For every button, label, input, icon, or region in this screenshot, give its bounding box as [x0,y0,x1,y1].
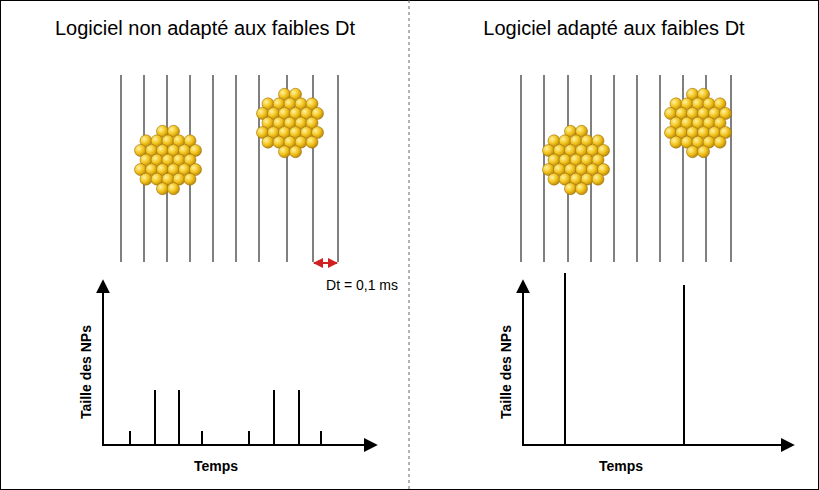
nanoparticles [135,88,732,194]
signal-bar [273,390,275,445]
slice-line [660,75,661,262]
slice-line [259,75,260,262]
nanoparticle [548,173,560,185]
slice-line [213,75,214,262]
panel-title: Logiciel non adapté aux faibles Dt [55,17,355,40]
dimension-label: Dt = 0,1 ms [326,277,398,293]
slice-line [614,75,615,262]
dt-arrow [314,262,337,264]
slice-line [521,75,522,262]
divider [409,0,410,490]
axis-label: Temps [599,458,643,474]
nanoparticle [670,136,682,148]
nanoparticle [698,146,710,158]
axis-label: Taille des NPs [498,325,514,419]
slice-line [637,75,638,262]
nanoparticle [262,136,274,148]
slice-line [338,75,339,262]
nanoparticle [157,183,169,195]
left-axes [102,282,375,446]
signal-bar [564,273,566,445]
signal-bar [320,431,322,445]
signal-bar [248,431,250,445]
nanoparticle [290,146,302,158]
nanoparticle [714,136,726,148]
signal-bar [129,431,131,445]
slice-line [731,75,732,262]
nanoparticle [140,173,152,185]
nanoparticle [306,136,318,148]
axis-label: Temps [194,458,238,474]
panel-title: Logiciel adapté aux faibles Dt [483,17,744,40]
nanoparticle [565,183,577,195]
nanoparticle [687,146,699,158]
nanoparticle [168,183,180,195]
signal-bar [298,390,300,445]
nanoparticle [576,183,588,195]
axis-label: Taille des NPs [78,325,94,419]
nanoparticle [592,173,604,185]
signal-bar [178,390,180,445]
slice-line [121,75,122,262]
right-axes [522,282,792,446]
nanoparticle [184,173,196,185]
signal-bars [130,273,684,445]
slice-line [236,75,237,262]
signal-bar [201,431,203,445]
time-slices [121,75,731,262]
signal-bar [683,285,685,445]
nanoparticle [279,146,291,158]
signal-bar [154,390,156,445]
